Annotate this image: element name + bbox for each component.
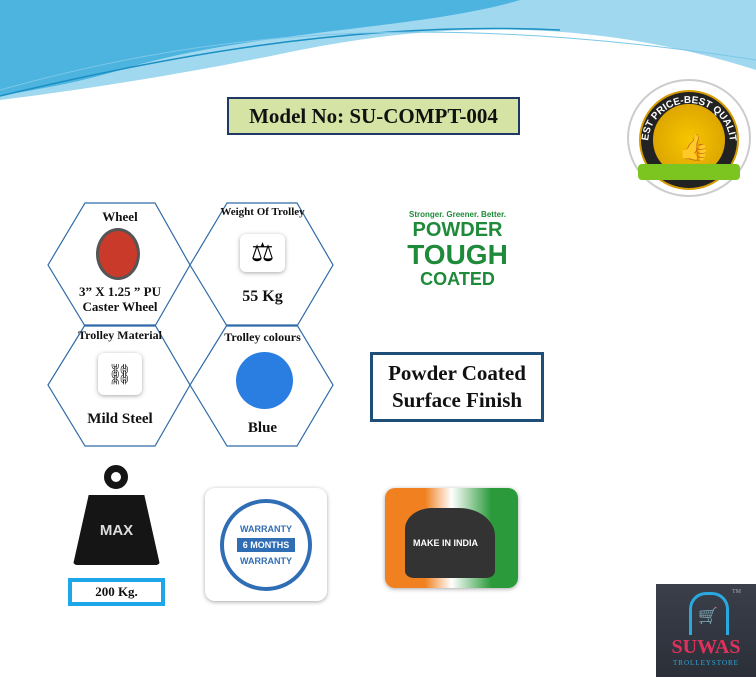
spec-value-weight: 55 Kg — [242, 288, 283, 305]
powder-coated-logo: Stronger. Greener. Better. POWDER TOUGH … — [407, 210, 508, 289]
weight-handle-icon — [104, 465, 128, 489]
model-number: Model No: SU-COMPT-004 — [227, 97, 520, 135]
best-price-best-quality-badge: BEST PRICE-BEST QUALITY 👍 — [626, 78, 751, 197]
spec-value-colour: Blue — [247, 420, 278, 436]
max-weight-icon: MAX — [73, 495, 160, 565]
spec-hexagons — [47, 202, 334, 447]
spec-title-material: Trolley Material — [78, 328, 162, 342]
spec-value-material: Mild Steel — [87, 411, 153, 427]
spec-title-weight: Weight Of Trolley — [220, 206, 305, 218]
suwas-logo: 🛒 TM SUWAS TROLLEYSTORE — [656, 584, 756, 677]
cart-icon: 🛒 — [698, 608, 718, 625]
steel-pipes-icon: ⛓ — [98, 353, 142, 395]
scale-icon: ⚖ — [240, 234, 285, 272]
thumbs-up-icon: 👍 — [678, 132, 710, 162]
spec-title-colour: Trolley colours — [224, 330, 301, 344]
surface-finish-label: Powder Coated Surface Finish — [370, 352, 544, 422]
spec-title-wheel: Wheel — [102, 209, 138, 224]
capacity-label: 200 Kg. — [68, 578, 165, 606]
warranty-badge: WARRANTY 6 MONTHS WARRANTY — [205, 488, 327, 601]
spec-value-wheel: 3” X 1.25 ” PU Caster Wheel — [79, 284, 161, 314]
caster-wheel-icon — [96, 228, 140, 280]
header-wave — [0, 0, 756, 100]
make-in-india-badge: MAKE IN INDIA — [385, 488, 518, 588]
blue-colour-swatch — [236, 352, 293, 409]
